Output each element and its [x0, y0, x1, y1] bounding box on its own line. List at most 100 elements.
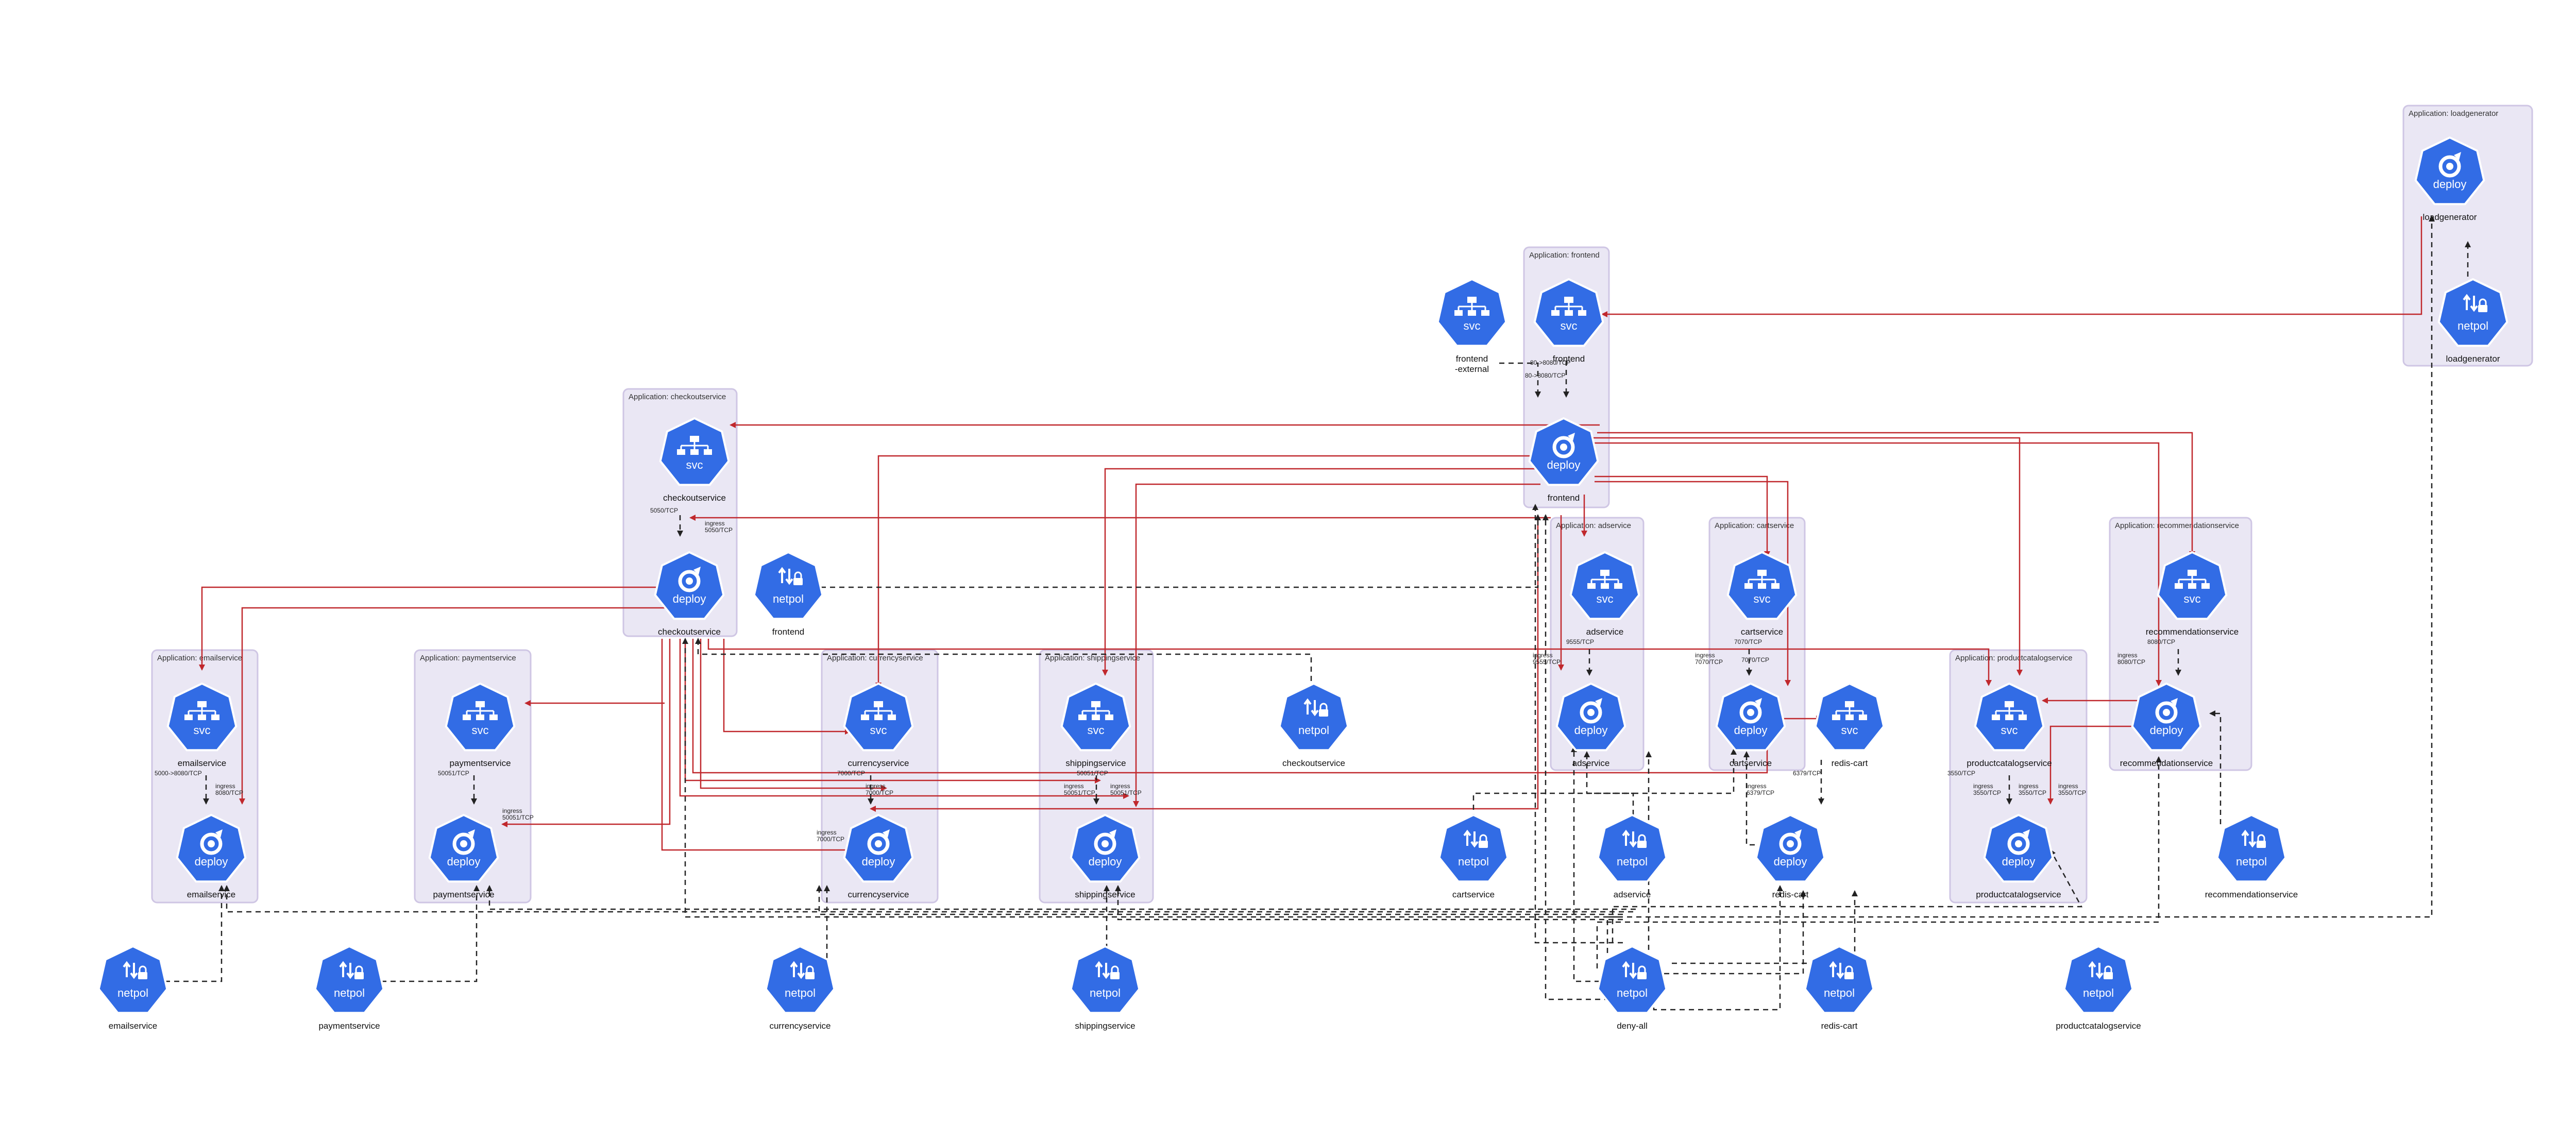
service-connection-edge — [1102, 468, 1538, 676]
node-kind-label: svc — [1597, 592, 1614, 605]
node-deploy-productcatalogservice[interactable]: deploy productcatalogservice — [1976, 813, 2061, 899]
deploy-glyph-icon — [1739, 698, 1762, 724]
network-policy-edge — [486, 885, 1636, 910]
node-kind-label: deploy — [195, 855, 228, 868]
node-kind-label: netpol — [1617, 855, 1648, 868]
port-label: 80->8080/TCP — [1530, 359, 1570, 366]
node-kind-label: deploy — [1547, 458, 1581, 471]
node-kind-label: netpol — [2236, 855, 2267, 868]
node-name: cartservice — [1741, 627, 1783, 637]
node-name: recommendationservice — [2120, 758, 2213, 768]
node-name: checkoutservice — [663, 493, 726, 503]
network-policy-edge — [165, 885, 225, 982]
svc-glyph-icon — [677, 436, 712, 455]
node-name: loadgenerator — [2446, 354, 2500, 364]
svc-glyph-icon — [184, 701, 219, 720]
service-connection-edge — [1595, 481, 1791, 686]
deploy-glyph-icon — [678, 567, 701, 592]
node-name: adservice — [1586, 627, 1624, 637]
netpol-glyph-icon — [1095, 961, 1120, 979]
deploy-icon — [1983, 813, 2054, 883]
network-policy-edge — [682, 638, 1618, 918]
node-name: frontend — [1548, 493, 1580, 503]
network-policy-edge — [1606, 215, 2435, 953]
node-kind-label: deploy — [2002, 855, 2036, 868]
node-kind-label: netpol — [773, 592, 804, 605]
port-label: 5000->8080/TCP — [155, 770, 202, 777]
node-name: checkoutservice — [1282, 758, 1345, 768]
node-kind-label: netpol — [1824, 986, 1855, 999]
node-kind-label: deploy — [1774, 855, 1807, 868]
netpol-glyph-icon — [339, 961, 364, 979]
node-name: currencyservice — [848, 890, 909, 899]
node-kind-label: netpol — [1090, 986, 1121, 999]
node-name: redis-cart — [1772, 890, 1809, 899]
netpol-glyph-icon — [778, 567, 803, 585]
deploy-icon — [1555, 682, 1626, 752]
group-title: Application: checkoutservice — [629, 393, 726, 401]
service-connection-edge — [1597, 432, 2195, 557]
node-name: emailservice — [178, 758, 226, 768]
service-connection-edge — [707, 639, 1992, 686]
node-kind-label: deploy — [1089, 855, 1122, 868]
node-deploy-frontend[interactable]: deploy frontend — [1528, 417, 1599, 503]
port-label: 9555/TCP — [1566, 638, 1594, 645]
netpol-icon — [1278, 682, 1349, 752]
service-connection-edge — [870, 515, 1539, 812]
netpol-glyph-icon — [1303, 698, 1328, 717]
node-name: cartservice — [1452, 890, 1495, 899]
svc-glyph-icon — [1454, 297, 1489, 316]
node-name: productcatalogservice — [1976, 890, 2061, 899]
deploy-icon — [2131, 682, 2202, 752]
node-deploy-shippingservice[interactable]: deploy shippingservice — [1070, 813, 1141, 899]
network-policy-edge — [1596, 756, 2162, 968]
netpol-glyph-icon — [790, 961, 815, 979]
netpol-glyph-icon — [1829, 961, 1854, 979]
deploy-glyph-icon — [2007, 829, 2030, 855]
network-policy-edge — [1664, 890, 1806, 975]
svc-glyph-icon — [463, 701, 498, 720]
node-name: shippingservice — [1075, 890, 1135, 899]
node-deploy-redis-cart[interactable]: deploy redis-cart — [1755, 813, 1826, 899]
deploy-icon — [654, 551, 725, 620]
node-name: currencyservice — [848, 758, 909, 768]
group-title: Application: adservice — [1556, 521, 1631, 530]
node-svc-adservice[interactable]: svc adservice — [1569, 551, 1640, 637]
